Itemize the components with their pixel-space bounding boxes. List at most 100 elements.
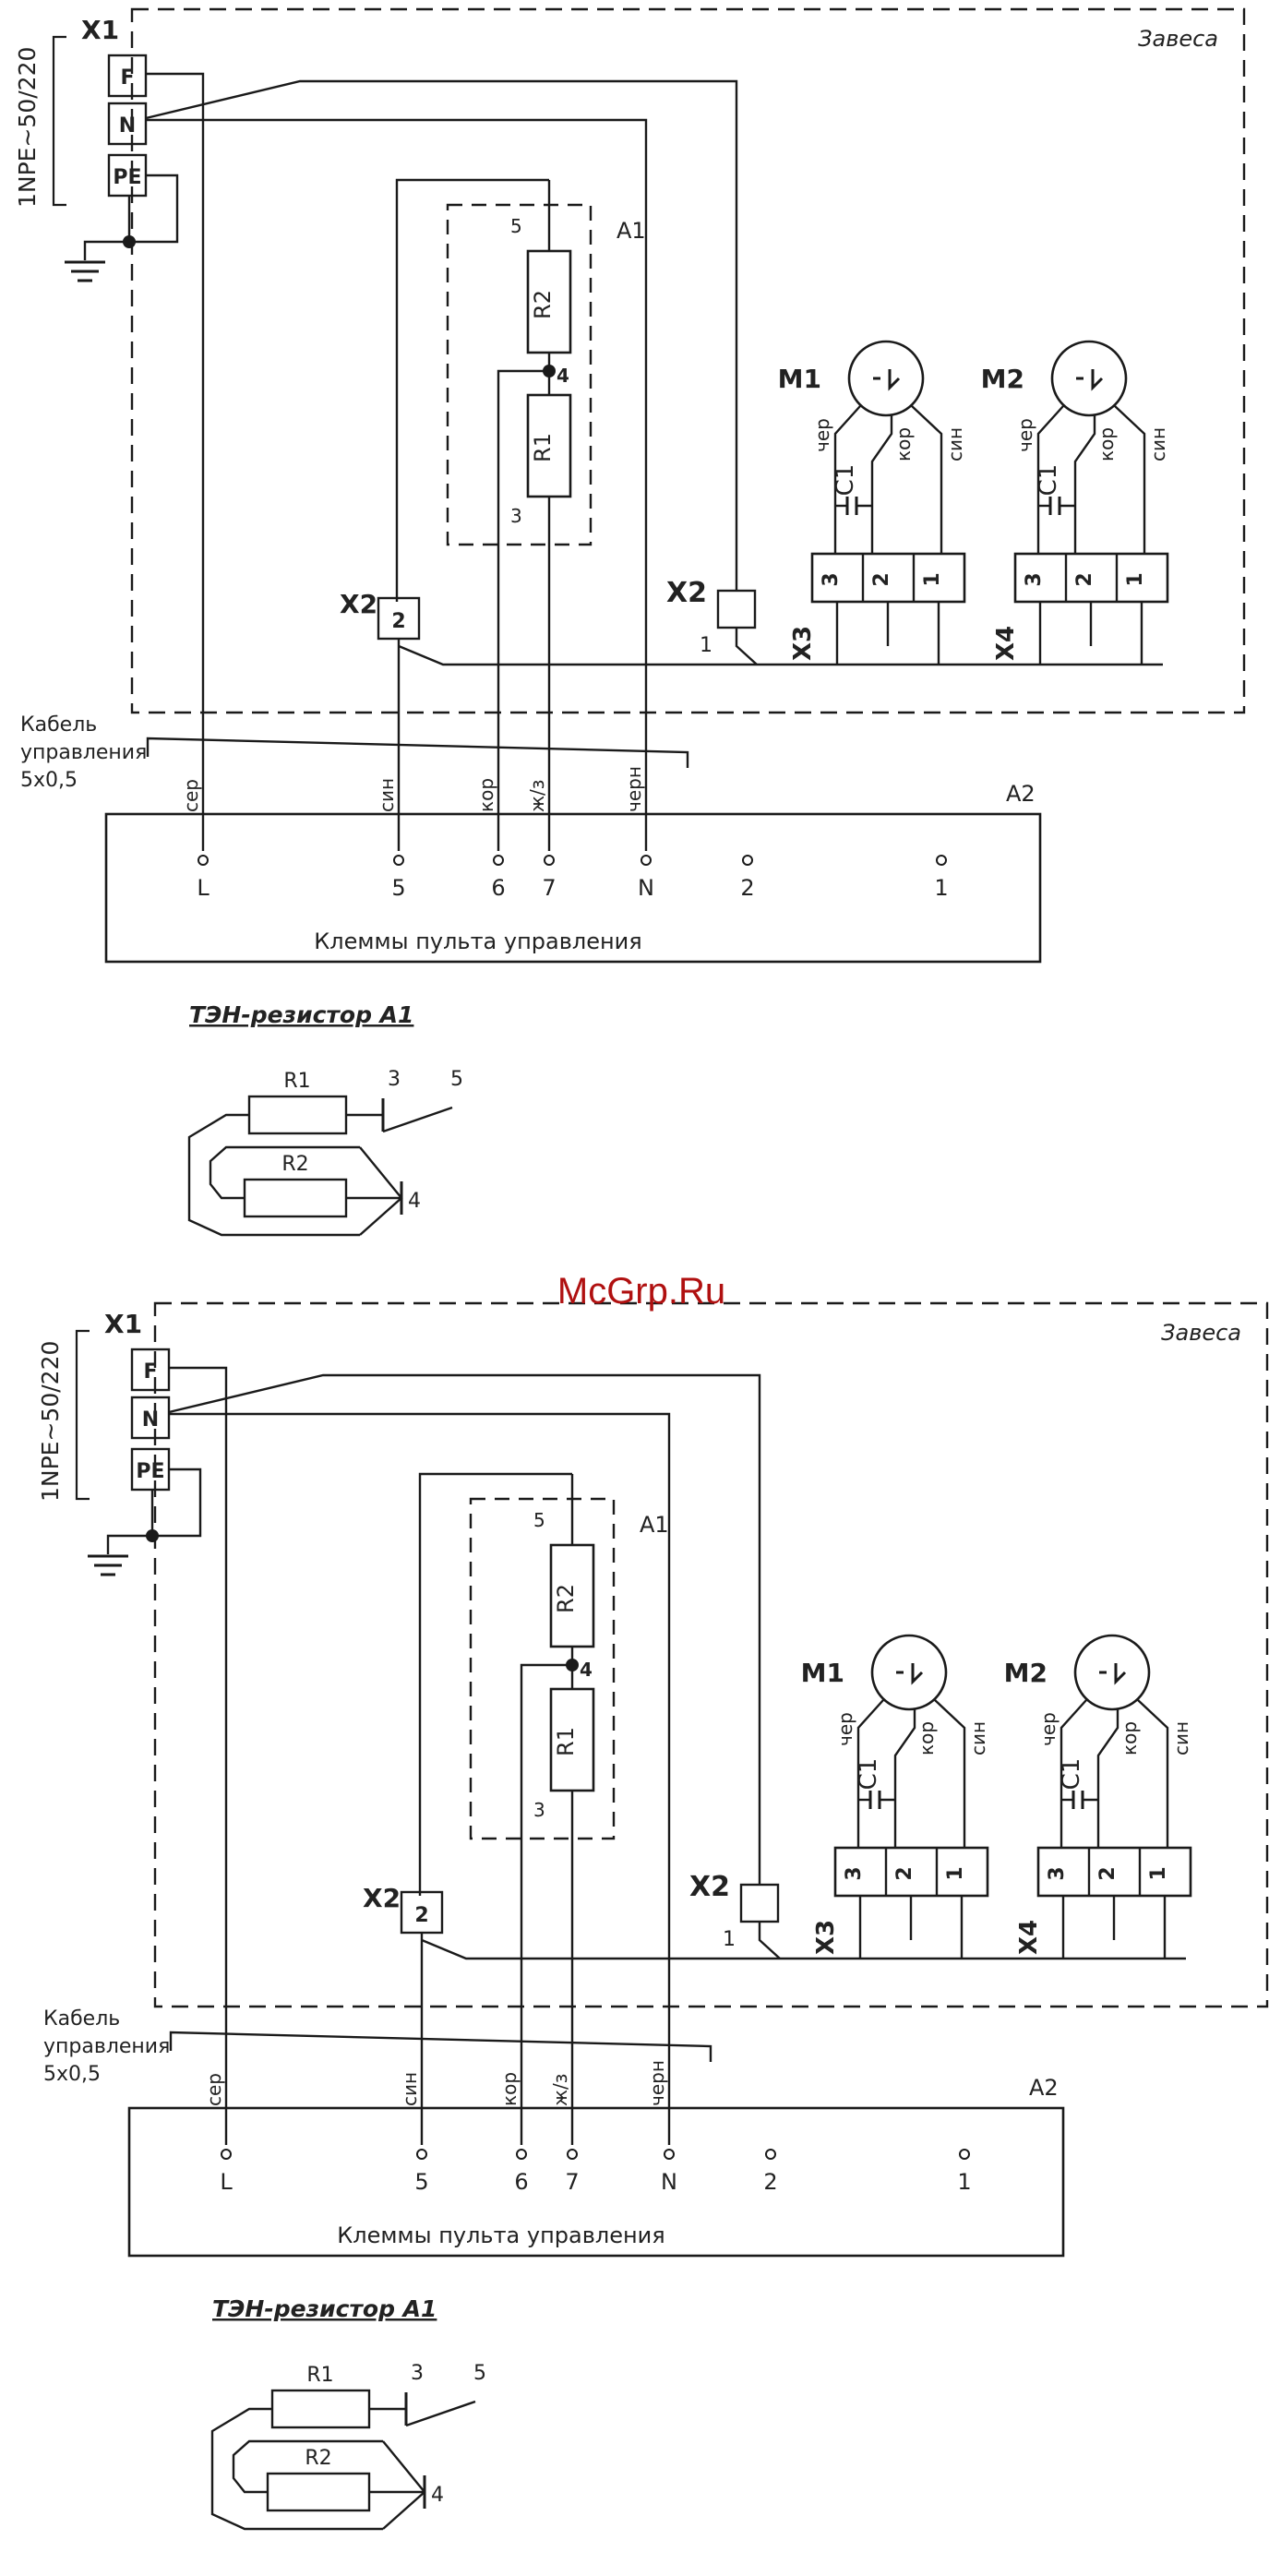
a1-frame: [446, 203, 593, 546]
ten-join: [359, 1146, 403, 1236]
ten-inner-loop: [232, 2439, 383, 2494]
motor-m1-wire-sin: син: [944, 427, 966, 461]
terminal-6-ring: [516, 2149, 527, 2160]
wire-neutral-to-x2: [145, 79, 738, 591]
x1-pin-n-label: N: [119, 114, 136, 138]
wire-x2-right-to-bus: [758, 1922, 781, 1959]
ten-r1-label: R1: [283, 1070, 310, 1093]
ten-resistor-r2: [266, 2472, 371, 2512]
motor-m2-label: M2: [1004, 1658, 1048, 1688]
a1-frame: [469, 1497, 616, 1840]
connector-x4-pin-1: 1: [1124, 572, 1147, 586]
motor-m2-cap-label: C1: [1035, 464, 1062, 497]
terminal-7-label: 7: [542, 875, 556, 901]
wire-neutral-to-terminal: [169, 1412, 671, 2145]
motor-m1-lead-sin: [934, 1699, 966, 1848]
pe-wire: [127, 174, 179, 244]
motor-m1-wire-sin: син: [967, 1721, 989, 1755]
terminal-n-ring: [664, 2149, 675, 2160]
connector-x3-label: X3: [812, 1920, 840, 1955]
terminal-5-ring: [393, 855, 404, 866]
cable-label-line-3: 5х0,5: [20, 769, 78, 792]
terminal-l-ring: [198, 855, 209, 866]
x2-right-label: X2: [689, 1871, 730, 1903]
motor-m1-cap-label: C1: [832, 464, 859, 497]
motor-m1-circle: [870, 1634, 948, 1711]
zavesa-enclosure: [153, 1301, 1269, 2008]
x2-left-label: X2: [340, 589, 377, 619]
terminal-l-label: L: [197, 875, 210, 901]
wire-phase-f: [146, 72, 205, 851]
motor-m2-symbol-b: [1114, 1663, 1127, 1685]
connector-x3-label: X3: [789, 626, 817, 661]
connector-x3-pin-2: 2: [893, 1866, 916, 1880]
motor-m1-label: M1: [778, 364, 821, 394]
supply-bracket: [52, 35, 66, 207]
motor-m1-wire-cher: чер: [834, 1712, 856, 1746]
terminal-l-ring: [221, 2149, 232, 2160]
x1-pin-f: [130, 1348, 171, 1392]
motor-m1-wire-kor: кор: [916, 1721, 938, 1755]
node-3-label: 3: [510, 505, 522, 527]
x1-pin-n-label: N: [142, 1408, 159, 1432]
terminal-2-label: 2: [740, 875, 754, 901]
terminal-6-label: 6: [514, 2169, 528, 2195]
zavesa-label: Завеса: [1138, 26, 1218, 52]
x2-right-label: X2: [666, 577, 707, 609]
x2-right-box: [739, 1883, 780, 1923]
x2-right-pin-label: 1: [700, 634, 712, 657]
x2-left-pin-label: 2: [391, 610, 405, 633]
ten-r1-label: R1: [306, 2364, 333, 2387]
terminal-5-label: 5: [391, 875, 405, 901]
node-5-label: 5: [533, 1509, 545, 1531]
motor-m2-symbol-b: [1091, 369, 1104, 391]
ten-term-3-label: 3: [411, 2362, 424, 2385]
node-5-label: 5: [510, 215, 522, 237]
cable-label-line-2: управления: [20, 741, 147, 764]
terminal-1-label: 1: [957, 2169, 971, 2195]
resistor-r2-label: R2: [553, 1584, 579, 1613]
connector-x4-label: X4: [1015, 1920, 1043, 1955]
a2-terminal-block: [127, 2106, 1065, 2258]
ten-term-4-label: 4: [431, 2484, 444, 2507]
terminal-block-caption: Клеммы пульта управления: [337, 2223, 664, 2248]
a1-label: A1: [640, 1512, 669, 1538]
ten-r2-label: R2: [305, 2447, 331, 2470]
wire-color-1: сер: [203, 2073, 225, 2106]
motor-m2-lead-kor: [1096, 1709, 1119, 1848]
supply-bracket: [75, 1329, 90, 1501]
x1-pin-pe-label: PE: [113, 166, 141, 189]
motor-m1-lead-cher: [856, 1699, 884, 1848]
x2-right-box: [716, 589, 757, 629]
motor-m1-label: M1: [801, 1658, 844, 1688]
terminal-5-label: 5: [414, 2169, 428, 2195]
ten-term-3-label: 3: [388, 1068, 401, 1091]
connector-x3-pin-1: 1: [944, 1866, 967, 1880]
motor-m2-wire-cher: чер: [1037, 1712, 1060, 1746]
motor-m2-wire-sin: син: [1147, 427, 1169, 461]
terminal-block-caption: Клеммы пульта управления: [314, 929, 641, 954]
pe-wire: [150, 1468, 202, 1538]
terminal-2-ring: [765, 2149, 776, 2160]
ten-inner-loop: [209, 1145, 360, 1200]
x1-pin-f: [107, 54, 148, 98]
zavesa-enclosure: [130, 7, 1246, 714]
connector-x4-pin-2: 2: [1096, 1866, 1119, 1880]
motor-m2-wire-cher: чер: [1014, 418, 1036, 452]
cable-label-line-1: Кабель: [43, 2007, 120, 2031]
motor-m2-wire-sin: син: [1170, 1721, 1192, 1755]
wire-color-5: черн: [623, 766, 645, 812]
a2-label: A2: [1029, 2075, 1059, 2101]
connector-x4-pin-3: 3: [1023, 572, 1046, 586]
motor-m2-lead-sin: [1137, 1699, 1169, 1848]
terminal-7-ring: [567, 2149, 578, 2160]
ground-wire: [106, 1534, 152, 1554]
ten-r2-label: R2: [281, 1153, 308, 1176]
motor-m1-lead-kor: [870, 415, 893, 554]
x1-pin-f-label: F: [143, 1360, 157, 1384]
a1-label: A1: [617, 218, 646, 244]
